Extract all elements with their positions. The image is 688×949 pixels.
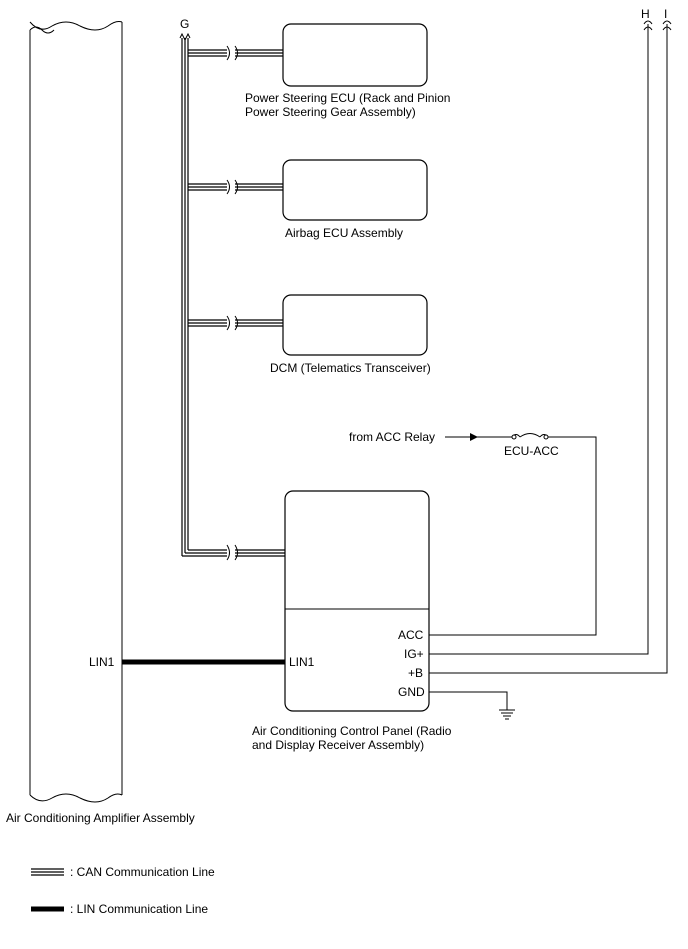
can-trunk (179, 32, 191, 556)
ground-symbol (429, 691, 515, 720)
panel-pin-gnd: GND (398, 685, 425, 699)
can-branch-ac-panel (182, 544, 285, 561)
panel-pin-lin: LIN1 (289, 655, 315, 669)
from-acc-relay-label: from ACC Relay (349, 430, 435, 444)
power-steering-ecu-label-2: Power Steering Gear Assembly) (245, 105, 416, 119)
dcm-box (282, 294, 428, 356)
panel-pin-b: +B (408, 666, 423, 680)
connector-i-label: I (664, 7, 667, 21)
can-branch-power-steering (188, 45, 283, 61)
legend-lin-label: : LIN Communication Line (70, 902, 208, 916)
ac-panel-label-1: Air Conditioning Control Panel (Radio (252, 724, 452, 738)
airbag-ecu-box (282, 159, 428, 221)
acc-feed (429, 433, 597, 636)
panel-pin-acc: ACC (398, 628, 424, 642)
airbag-ecu-label: Airbag ECU Assembly (285, 226, 403, 240)
ac-panel-label-2: and Display Receiver Assembly) (252, 738, 424, 752)
can-branch-dcm (188, 315, 283, 331)
b-wire (429, 24, 668, 674)
power-steering-ecu-label-1: Power Steering ECU (Rack and Pinion (245, 91, 450, 105)
amplifier-label: Air Conditioning Amplifier Assembly (6, 811, 195, 825)
legend-can: : CAN Communication Line (31, 865, 215, 879)
legend-can-label: : CAN Communication Line (70, 865, 215, 879)
legend-lin: : LIN Communication Line (31, 902, 208, 916)
can-branch-airbag (188, 179, 283, 195)
amplifier-pin-lin: LIN1 (89, 655, 115, 669)
ac-control-panel (284, 490, 430, 712)
panel-pin-ig: IG+ (404, 647, 424, 661)
ecu-acc-fuse-label: ECU-ACC (504, 444, 559, 458)
connector-h-label: H (641, 7, 650, 21)
ig-wire (429, 24, 649, 655)
amplifier-assembly (29, 21, 123, 803)
dcm-label: DCM (Telematics Transceiver) (270, 361, 431, 375)
power-steering-ecu-box (282, 23, 428, 87)
connector-g-label: G (180, 17, 189, 31)
